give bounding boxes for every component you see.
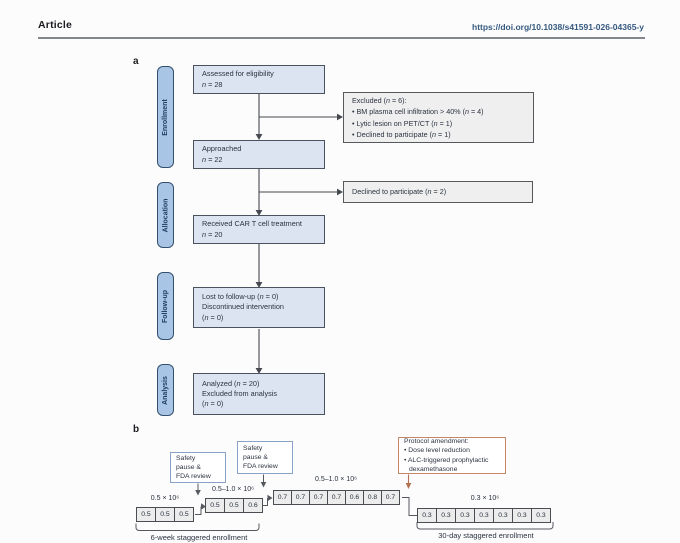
flow-box-line: n = 20 xyxy=(202,229,223,239)
dose-cell: 0.3 xyxy=(417,508,437,523)
doi-link[interactable]: https://doi.org/10.1038/s41591-026-04365… xyxy=(472,22,644,32)
dose-cell: 0.3 xyxy=(531,508,551,523)
protocol-line: • Dose level reduction xyxy=(404,447,470,455)
stage-pill-label: Follow-up xyxy=(162,289,170,323)
dose-cell: 0.3 xyxy=(474,508,494,523)
flow-box-assessed: Assessed for eligibility n = 28 xyxy=(193,65,325,94)
flow-box-approached: Approached n = 22 xyxy=(193,140,325,169)
flow-box-line: (n = 0) xyxy=(202,312,224,322)
flow-box-line: Analyzed (n = 20) xyxy=(202,378,260,388)
panel-b-label: b xyxy=(133,424,140,435)
dose-cell: 0.7 xyxy=(273,490,292,505)
side-box-line: • BM plasma cell infiltration > 40% (n =… xyxy=(352,107,484,117)
protocol-amendment-box: Protocol amendment: • Dose level reducti… xyxy=(398,437,506,474)
flow-box-line: Received CAR T cell treatment xyxy=(202,219,302,229)
flow-box-follow-up: Lost to follow-up (n = 0) Discontinued i… xyxy=(193,287,325,328)
stage-pill-label: Analysis xyxy=(162,375,170,405)
dose-cell: 0.3 xyxy=(436,508,456,523)
stage-pill-analysis: Analysis xyxy=(157,364,174,416)
safety-pause-line: FDA review xyxy=(176,473,211,481)
dose-cell: 0.7 xyxy=(291,490,310,505)
header-rule xyxy=(38,37,645,39)
flow-box-line: Excluded from analysis xyxy=(202,388,278,398)
dose-group-2: 0.5 0.5 0.6 xyxy=(205,498,263,513)
dose-group-4-label: 0.3 × 10⁶ xyxy=(470,495,500,502)
dose-group-3: 0.7 0.7 0.7 0.7 0.6 0.8 0.7 xyxy=(273,490,400,505)
stage-pill-enrollment: Enrollment xyxy=(157,66,174,168)
protocol-line: dexamethasone xyxy=(409,465,458,473)
side-box-line: • Declined to participate (n = 1) xyxy=(352,129,451,139)
safety-pause-line: Safety xyxy=(243,444,263,452)
flow-box-line: Assessed for eligibility xyxy=(202,69,274,79)
flow-box-line: (n = 0) xyxy=(202,399,224,409)
dose-group-2-label: 0.5–1.0 × 10⁶ xyxy=(212,486,254,493)
safety-pause-box-1: Safety pause & FDA review xyxy=(170,452,226,483)
safety-pause-line: pause & xyxy=(176,463,201,471)
dose-cell: 0.6 xyxy=(243,498,263,513)
flow-box-line: n = 22 xyxy=(202,154,223,164)
dose-cell: 0.5 xyxy=(136,507,156,522)
dose-cell: 0.6 xyxy=(345,490,364,505)
safety-pause-line: Safety xyxy=(176,454,196,462)
dose-group-3-label: 0.5–1.0 × 10⁶ xyxy=(315,476,357,483)
dose-cell: 0.5 xyxy=(205,498,225,513)
dose-cell: 0.7 xyxy=(381,490,400,505)
safety-pause-line: pause & xyxy=(243,453,268,461)
stage-pill-allocation: Allocation xyxy=(157,182,174,248)
dose-cell: 0.7 xyxy=(327,490,346,505)
flow-box-line: Lost to follow-up (n = 0) xyxy=(202,292,279,302)
flow-box-line: n = 28 xyxy=(202,79,223,89)
flow-box-received-treatment: Received CAR T cell treatment n = 20 xyxy=(193,215,325,244)
dose-cell: 0.3 xyxy=(493,508,513,523)
dose-cell: 0.5 xyxy=(224,498,244,513)
side-box-excluded: Excluded (n = 6): • BM plasma cell infil… xyxy=(343,92,534,143)
dose-group-4: 0.3 0.3 0.3 0.3 0.3 0.3 0.3 xyxy=(417,508,551,523)
stage-pill-follow-up: Follow-up xyxy=(157,272,174,340)
flow-box-line: Discontinued intervention xyxy=(202,302,284,312)
stage-pill-label: Enrollment xyxy=(162,98,169,136)
dose-group-1-label: 0.5 × 10⁶ xyxy=(150,495,180,502)
article-label: Article xyxy=(38,19,73,31)
safety-pause-line: FDA review xyxy=(243,463,278,471)
panel-a-label: a xyxy=(133,56,139,67)
protocol-line: Protocol amendment: xyxy=(404,438,469,446)
dose-cell: 0.3 xyxy=(455,508,475,523)
side-box-line: Declined to participate (n = 2) xyxy=(352,187,447,197)
flow-box-analyzed: Analyzed (n = 20) Excluded from analysis… xyxy=(193,373,325,415)
dose-cell: 0.5 xyxy=(174,507,194,522)
dose-group-1: 0.5 0.5 0.5 xyxy=(136,507,194,522)
stage-pill-label: Allocation xyxy=(162,198,169,232)
dose-cell: 0.8 xyxy=(363,490,382,505)
side-box-line: • Lytic lesion on PET/CT (n = 1) xyxy=(352,118,453,128)
dose-cell: 0.3 xyxy=(512,508,532,523)
dose-cell: 0.7 xyxy=(309,490,328,505)
dose-cell: 0.5 xyxy=(155,507,175,522)
flow-box-line: Approached xyxy=(202,144,242,154)
bracket-label-30-day: 30-day staggered enrollment xyxy=(438,531,534,540)
bracket-label-6-week: 6-week staggered enrollment xyxy=(150,533,248,542)
side-box-line: Excluded (n = 6): xyxy=(352,96,407,106)
protocol-line: • ALC-triggered prophylactic xyxy=(404,456,489,464)
side-box-declined: Declined to participate (n = 2) xyxy=(343,181,533,203)
safety-pause-box-2: Safety pause & FDA review xyxy=(237,441,293,474)
